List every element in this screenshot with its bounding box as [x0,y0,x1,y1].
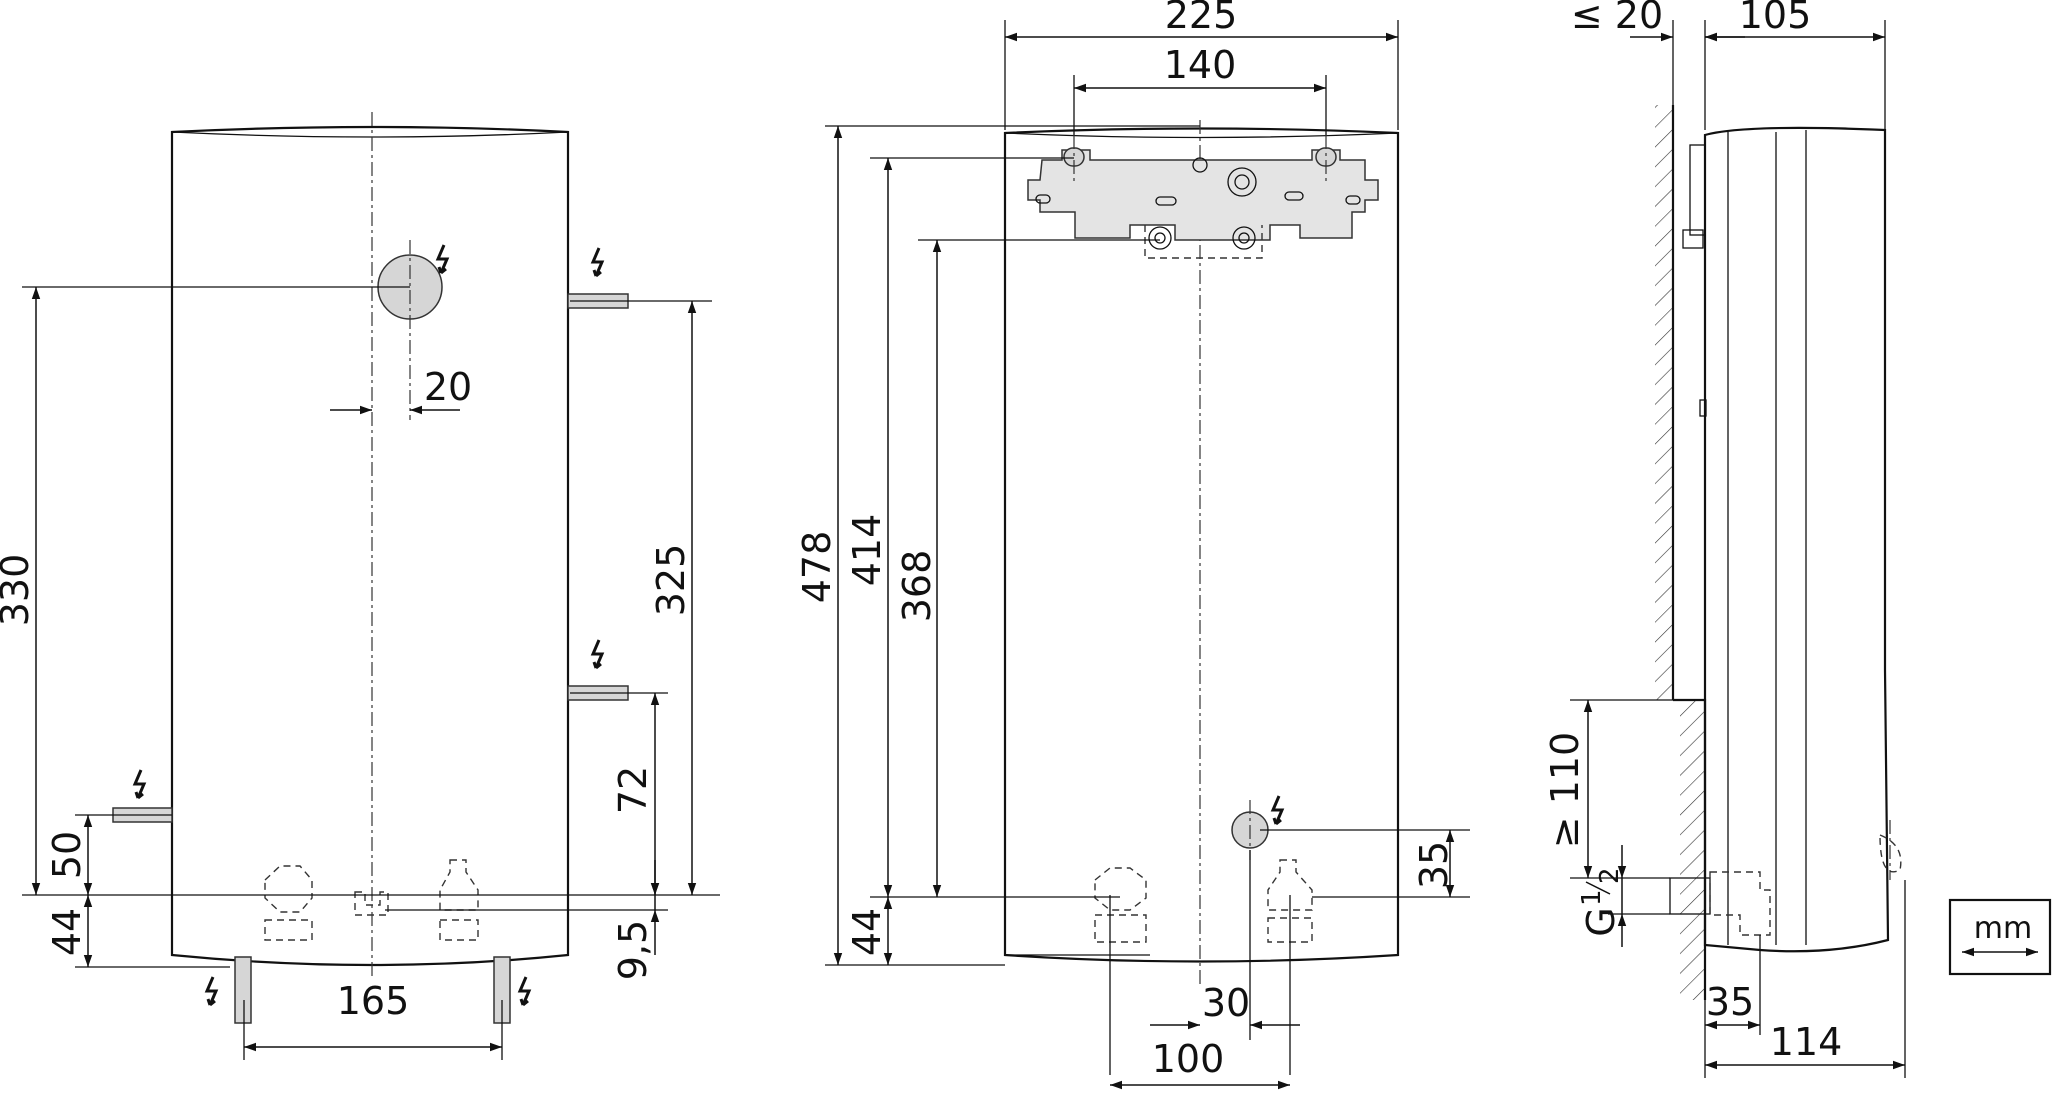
dim-ge-110-label: ≥ 110 [1543,732,1587,848]
dim-20-label: 20 [424,365,472,409]
dim-330-label: 330 [0,554,37,627]
electrical-symbol-icon [205,975,218,1007]
dim-414-label: 414 [845,514,889,587]
dim-105-label: 105 [1739,0,1812,37]
side-view: ≤ 20 105 ≥ 110 G 1 2 35 114 [1543,0,1906,1078]
dim-325-label: 325 [649,544,693,617]
bracket-hole-top [1192,157,1208,173]
side-cable-entry-hidden [1879,834,1902,873]
thread-g-label: G [1579,907,1623,936]
dim-114-label: 114 [1770,1020,1843,1064]
front-pipe-bottom-left [234,956,252,1024]
bracket-hole-bottom-right [1232,226,1256,250]
dim-35-rear-label: 35 [1412,841,1456,889]
electrical-symbol-icon [591,638,604,670]
units-label: mm [1974,911,2032,946]
electrical-symbol-icon [436,243,449,275]
dim-44-rear-label: 44 [845,908,889,956]
dim-35-side-label: 35 [1706,980,1754,1024]
dim-72-label: 72 [611,766,655,814]
dim-50-label: 50 [45,831,89,879]
dim-44-label: 44 [45,908,89,956]
dim-478-label: 478 [795,531,839,604]
side-housing-outline [1703,126,1890,953]
thread-denominator: 2 [1595,867,1625,884]
dim-368-label: 368 [895,550,939,623]
electrical-symbol-icon [518,975,531,1007]
front-hidden-fitting-left [264,865,313,941]
rear-hidden-fitting-left [1094,867,1147,943]
side-hidden-fitting [1709,871,1771,936]
front-housing-outline [170,125,570,967]
units-frame [1948,898,2052,976]
mounting-bracket [1027,149,1379,241]
front-top-edge [171,131,569,138]
electrical-symbol-icon [591,246,604,278]
thread-numerator: 1 [1577,889,1607,906]
bracket-hole-bottom-left [1148,226,1172,250]
dim-100-label: 100 [1152,1037,1225,1081]
wall-hatching-upper [1655,105,1673,700]
dim-9-5-label: 9,5 [611,920,655,980]
dim-30-label: 30 [1202,981,1250,1025]
front-hidden-fitting-right [439,859,479,941]
dim-165-label: 165 [337,979,410,1023]
dim-225-label: 225 [1165,0,1238,37]
bracket-hole-large [1227,167,1257,197]
wall-mount-bracket-side [1689,144,1706,236]
units-box: mm [1948,898,2052,976]
electrical-symbol-icon [133,768,146,800]
wall-hatching-lower [1680,700,1705,1000]
dim-le-20-label: ≤ 20 [1571,0,1663,37]
rear-housing-outline [1003,127,1400,963]
mount-screw-side [1682,229,1704,249]
rear-hidden-fitting-right [1267,859,1313,943]
front-hidden-fitting-center [354,891,389,916]
front-view: 330 325 20 72 50 44 9,5 165 [0,112,720,1060]
electrical-symbol-icon [1271,794,1284,826]
dim-140-label: 140 [1164,43,1237,87]
thread-size-label: G 1 2 [1577,867,1625,936]
rear-view: 225 140 478 414 368 44 35 30 100 [795,0,1470,1090]
